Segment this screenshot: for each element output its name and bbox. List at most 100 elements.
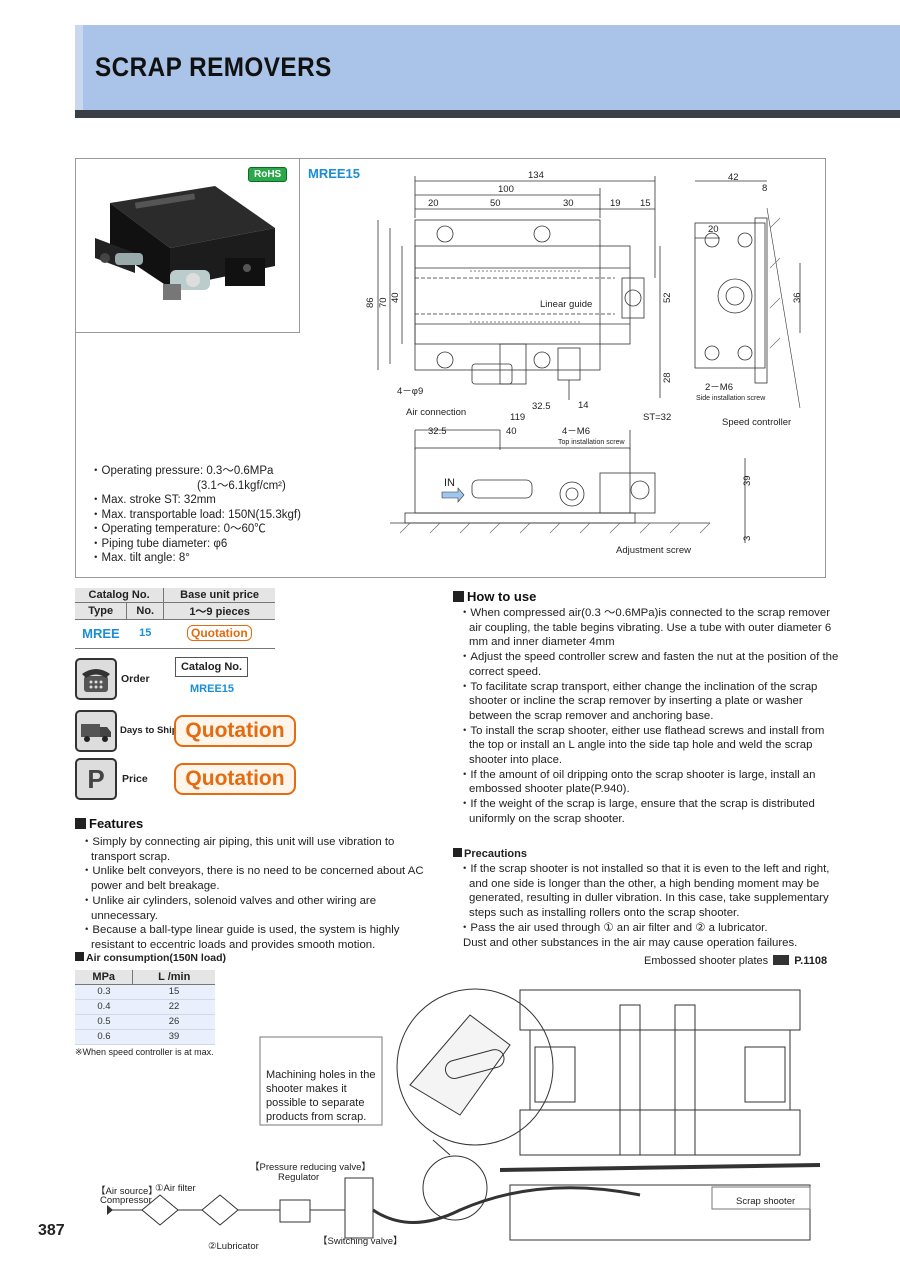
days-label: Days to Ship	[120, 725, 178, 736]
precautions-list: ・If the scrap shooter is not installed s…	[456, 862, 840, 950]
list-item: ・When compressed air(0.3 ～0.6MPa)is conn…	[459, 607, 832, 649]
air-col-mpa: MPa	[75, 970, 133, 985]
air-table-title: Air consumption(150N load)	[75, 952, 226, 964]
holes-label: 4－φ9	[397, 386, 423, 397]
spec-tube: ・Piping tube diameter: φ6	[90, 537, 228, 550]
spec-tilt: ・Max. tilt angle: 8°	[90, 552, 190, 564]
price-label: Price	[122, 773, 148, 785]
list-item: ・To install the scrap shooter, either us…	[459, 724, 825, 767]
page-number: 387	[38, 1222, 65, 1239]
feature-item: ・Unlike air cylinders, solenoid valves a…	[81, 894, 377, 922]
dim-32-5-front: 32.5	[428, 426, 447, 437]
list-item: ・To facilitate scrap transport, either c…	[459, 680, 818, 722]
list-item: ・If the weight of the scrap is large, en…	[459, 798, 815, 825]
reference-link[interactable]: Embossed shooter plates P.1108	[644, 955, 828, 967]
regulator-label: Regulator	[278, 1172, 320, 1183]
rohs-badge: RoHS	[248, 167, 288, 182]
list-item: Dust and other substances in the air may…	[463, 936, 798, 949]
dim-119: 119	[510, 412, 525, 423]
model-title: MREE15	[308, 166, 361, 181]
type-value: MREE	[82, 625, 120, 641]
m6-side-note: Side installation screw	[696, 395, 766, 402]
air-connection-label: Air connection	[406, 407, 466, 418]
air-source-label: 【Air source】	[96, 1186, 158, 1197]
dim-40: 40	[390, 292, 401, 303]
list-item: ・Pass the air used through ① an air filt…	[459, 921, 768, 934]
technical-drawing: 134 100 20 50 30 19 15 86 70 40 52 28 42…	[365, 170, 803, 556]
book-icon	[773, 955, 790, 965]
truck-icon	[75, 710, 117, 752]
compressor-label: Compressor	[100, 1195, 152, 1206]
dim-32-5: 32.5	[532, 401, 551, 412]
linear-guide-label: Linear guide	[540, 299, 592, 310]
price-quotation: Quotation	[187, 625, 252, 642]
stroke-label: ST=32	[643, 412, 671, 423]
how-to-use-list: ・When compressed air(0.3 ～0.6MPa)is conn…	[456, 606, 840, 827]
speed-controller-label: Speed controller	[722, 417, 791, 428]
catalog-table: Catalog No. Base unit price Type No. 1～9…	[75, 588, 275, 647]
dim-39: 39	[742, 475, 753, 486]
dim-86: 86	[365, 297, 376, 308]
lubricator-label: ②Lubricator	[208, 1241, 259, 1252]
no-header: No.	[126, 602, 164, 620]
scrap-shooter-label: Scrap shooter	[736, 1196, 796, 1207]
page-title: SCRAP REMOVERS	[95, 52, 332, 82]
in-label: IN	[444, 477, 455, 489]
price-header: Base unit price	[163, 588, 275, 603]
no-value: 15	[139, 627, 152, 640]
order-catalog-box: Catalog No.	[175, 657, 248, 677]
header-banner-shadow	[75, 110, 900, 118]
m6-top-note: Top installation screw	[558, 439, 625, 446]
air-col-lmin: L /min	[132, 970, 215, 985]
dim-14: 14	[578, 400, 589, 411]
dim-3: 3	[742, 536, 753, 541]
spec-list: ・Operating pressure: 0.3～0.6MPa (3.1～6.1…	[90, 464, 301, 566]
dim-19: 19	[610, 198, 621, 209]
spec-pressure: ・Operating pressure: 0.3～0.6MPa	[90, 465, 274, 477]
m6-side-label: 2－M6	[705, 382, 733, 393]
dim-36: 36	[792, 292, 803, 303]
spec-stroke: ・Max. stroke ST: 32mm	[90, 494, 216, 506]
price-p-icon: P	[75, 758, 117, 800]
dim-8: 8	[762, 183, 767, 194]
features-list: ・Simply by connecting air piping, this u…	[78, 835, 440, 953]
pieces-header: 1～9 pieces	[163, 602, 275, 620]
product-photo	[95, 186, 275, 300]
system-diagram	[107, 988, 821, 1241]
feature-item: ・Unlike belt conveyors, there is no need…	[81, 865, 424, 893]
air-filter-label: ①Air filter	[155, 1183, 196, 1194]
order-catalog-value: MREE15	[190, 683, 235, 695]
list-item: ・If the scrap shooter is not installed s…	[459, 863, 830, 920]
list-item: ・Adjust the speed controller screw and f…	[459, 651, 839, 678]
feature-item: ・Because a ball-type linear guide is use…	[81, 924, 400, 951]
dim-20: 20	[428, 198, 439, 209]
type-header: Type	[75, 602, 127, 620]
dim-52: 52	[662, 292, 673, 303]
dim-134: 134	[528, 170, 544, 181]
features-title: Features	[75, 816, 143, 831]
dim-42: 42	[728, 172, 739, 183]
header-banner-edge	[75, 25, 83, 118]
dim-15: 15	[640, 198, 651, 209]
header-banner	[75, 25, 900, 115]
switching-valve-label: 【Switching valve】	[318, 1236, 403, 1247]
machining-note: Machining holes in the shooter makes it …	[266, 1069, 376, 1123]
days-quotation: Quotation	[174, 715, 296, 747]
dim-40-front: 40	[506, 426, 517, 437]
pressure-valve-label: 【Pressure reducing valve】	[250, 1162, 371, 1173]
dim-100: 100	[498, 184, 514, 195]
order-label: Order	[121, 673, 150, 685]
dim-20-right: 20	[708, 224, 719, 235]
dim-70: 70	[378, 297, 389, 308]
list-item: ・If the amount of oil dripping onto the …	[459, 768, 816, 796]
dim-30: 30	[563, 198, 574, 209]
m6-top-label: 4－M6	[562, 426, 590, 437]
air-table-note: ※When speed controller is at max.	[75, 1047, 214, 1057]
phone-icon	[75, 658, 117, 700]
spec-pressure-kgf: (3.1～6.1kgf/cm²)	[197, 479, 286, 492]
